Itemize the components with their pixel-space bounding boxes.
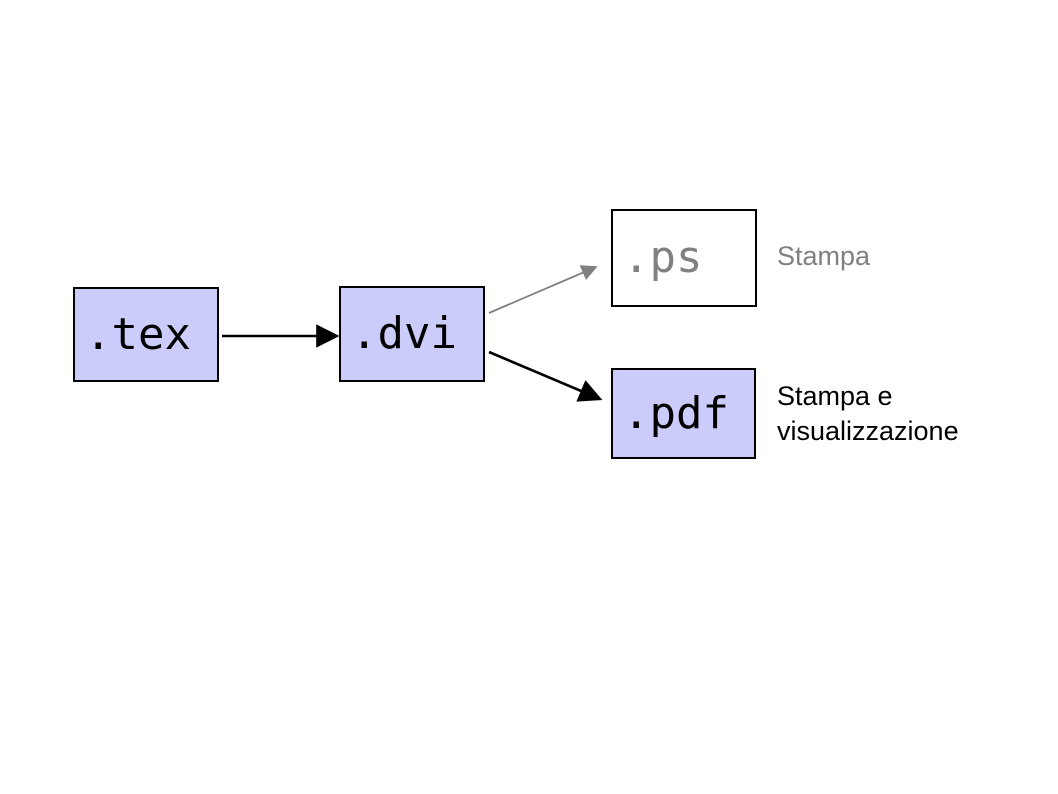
edge-dvi-to-ps bbox=[488, 265, 598, 314]
node-tex[interactable]: .tex bbox=[73, 287, 219, 382]
node-tex-label: .tex bbox=[85, 308, 191, 360]
node-dvi-label: .dvi bbox=[351, 308, 457, 359]
node-ps[interactable]: .ps bbox=[611, 209, 757, 307]
edge-dvi-to-pdf bbox=[488, 350, 603, 402]
node-pdf-label: .pdf bbox=[623, 387, 729, 439]
caption-ps: Stampa bbox=[777, 241, 871, 271]
node-pdf[interactable]: .pdf bbox=[611, 368, 756, 459]
caption-pdf: Stampa e visualizzazione bbox=[777, 381, 959, 446]
node-ps-label: .ps bbox=[623, 232, 703, 283]
node-dvi[interactable]: .dvi bbox=[339, 286, 485, 382]
